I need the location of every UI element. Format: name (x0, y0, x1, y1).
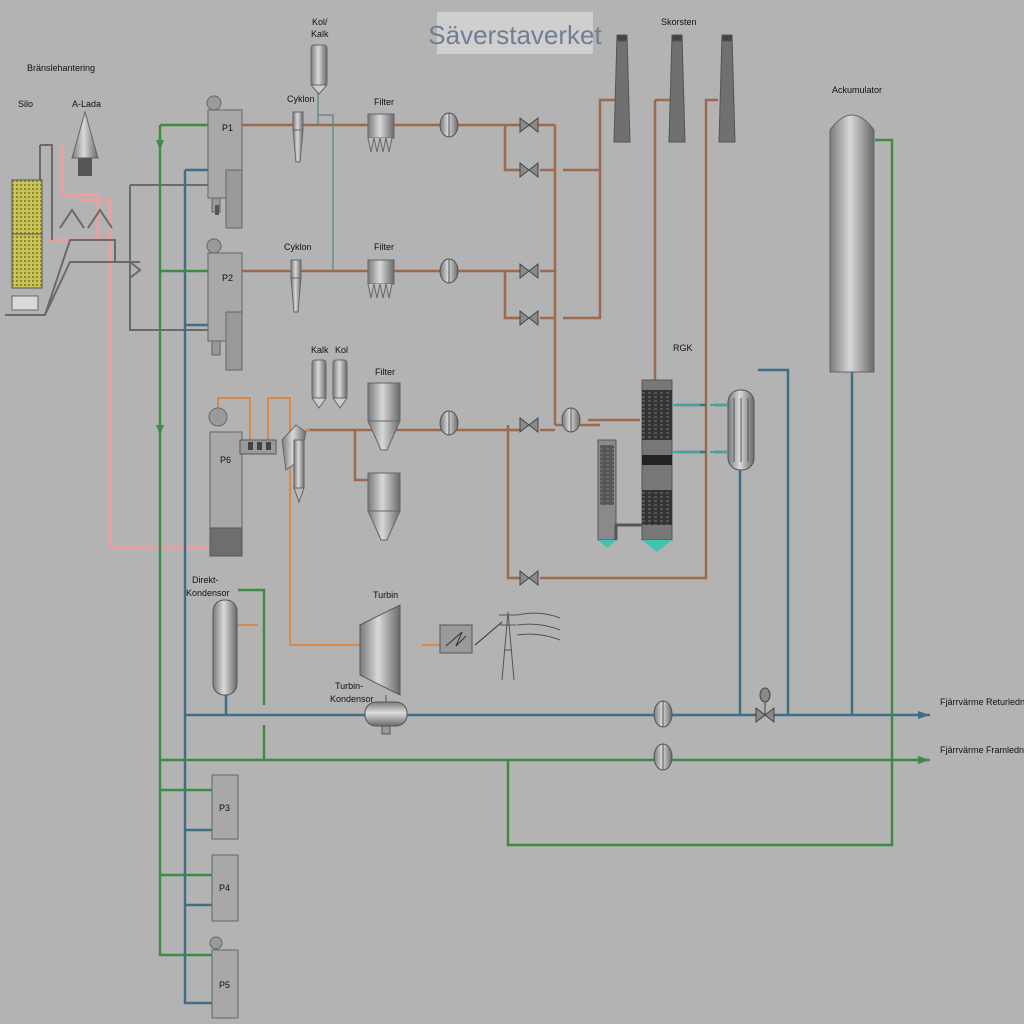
power-pylon-icon (474, 611, 561, 681)
control-valve-actuator (759, 687, 771, 715)
label-skorsten: Skorsten (661, 17, 697, 27)
return-arrow (918, 711, 930, 719)
filter-1 (367, 113, 395, 153)
label-cyklon-1: Cyklon (287, 94, 315, 104)
label-filter-2: Filter (374, 242, 394, 252)
fan-4[interactable] (561, 407, 581, 433)
direct-condenser (212, 599, 238, 696)
silo (11, 179, 43, 311)
boiler-p4[interactable] (211, 854, 239, 922)
heat-exchanger (727, 389, 755, 471)
label-ackumulator: Ackumulator (832, 85, 882, 95)
fuel-conveyor (5, 144, 210, 331)
label-p2: P2 (222, 273, 233, 283)
fan-1[interactable] (439, 112, 459, 138)
rgk-condenser (597, 379, 673, 552)
cyclone-1 (292, 111, 304, 163)
title-box: Säverstaverket (428, 12, 602, 54)
boiler-p2[interactable] (206, 238, 243, 371)
generator (439, 624, 473, 654)
label-rgk: RGK (673, 343, 693, 353)
kol-kalk-silo (309, 44, 329, 95)
label-silo: Silo (18, 99, 33, 109)
a-lada-shed (71, 110, 99, 176)
pump-supply[interactable] (653, 743, 673, 771)
boiler-p5[interactable] (209, 936, 239, 1019)
rgk-teal-links (672, 404, 728, 453)
label-p1: P1 (222, 123, 233, 133)
label-supply-line: Fjärrvärme Framledning (940, 745, 1024, 755)
label-filter-1: Filter (374, 97, 394, 107)
supply-pipes (158, 123, 930, 957)
labels: Bränslehantering Silo A-Lada Kol/ Kalk C… (18, 17, 1024, 990)
boiler-p3[interactable] (211, 774, 239, 840)
label-p5: P5 (219, 980, 230, 990)
label-turbin-kond-2: Kondensor (330, 694, 374, 704)
filter-3 (367, 382, 401, 541)
filter-2 (367, 259, 395, 299)
fan-2[interactable] (439, 258, 459, 284)
label-direkt-2: Kondensor (186, 588, 230, 598)
fan-3[interactable] (439, 410, 459, 436)
kol-kalk-hopper-line (317, 92, 334, 270)
accumulator-tank (829, 114, 875, 373)
label-p3: P3 (219, 803, 230, 813)
supply-arrows (156, 140, 930, 764)
label-fuel-handling: Bränslehantering (27, 63, 95, 73)
label-cyklon-2: Cyklon (284, 242, 312, 252)
kol-silo (332, 359, 348, 409)
label-direkt-1: Direkt- (192, 575, 219, 585)
turbine (359, 604, 401, 696)
label-kol-kalk-1: Kol/ (312, 17, 328, 27)
label-turbin-kond-1: Turbin- (335, 681, 363, 691)
steam-pipes (217, 397, 440, 646)
label-a-lada: A-Lada (72, 99, 101, 109)
label-kol: Kol (335, 345, 348, 355)
boiler-p1[interactable] (206, 95, 243, 229)
turbine-condenser (364, 701, 408, 735)
label-kol-kalk-2: Kalk (311, 29, 329, 39)
page-title: Säverstaverket (428, 20, 602, 50)
label-p4: P4 (219, 883, 230, 893)
cyclone-2 (290, 259, 302, 313)
pump-return[interactable] (653, 700, 673, 728)
chimneys (613, 34, 736, 143)
label-kalk: Kalk (311, 345, 329, 355)
label-return-line: Fjärrvärme Returledning (940, 697, 1024, 707)
boiler-p6[interactable] (208, 407, 307, 557)
label-filter-3: Filter (375, 367, 395, 377)
kalk-silo (311, 359, 327, 409)
label-p6: P6 (220, 455, 231, 465)
label-turbin: Turbin (373, 590, 398, 600)
